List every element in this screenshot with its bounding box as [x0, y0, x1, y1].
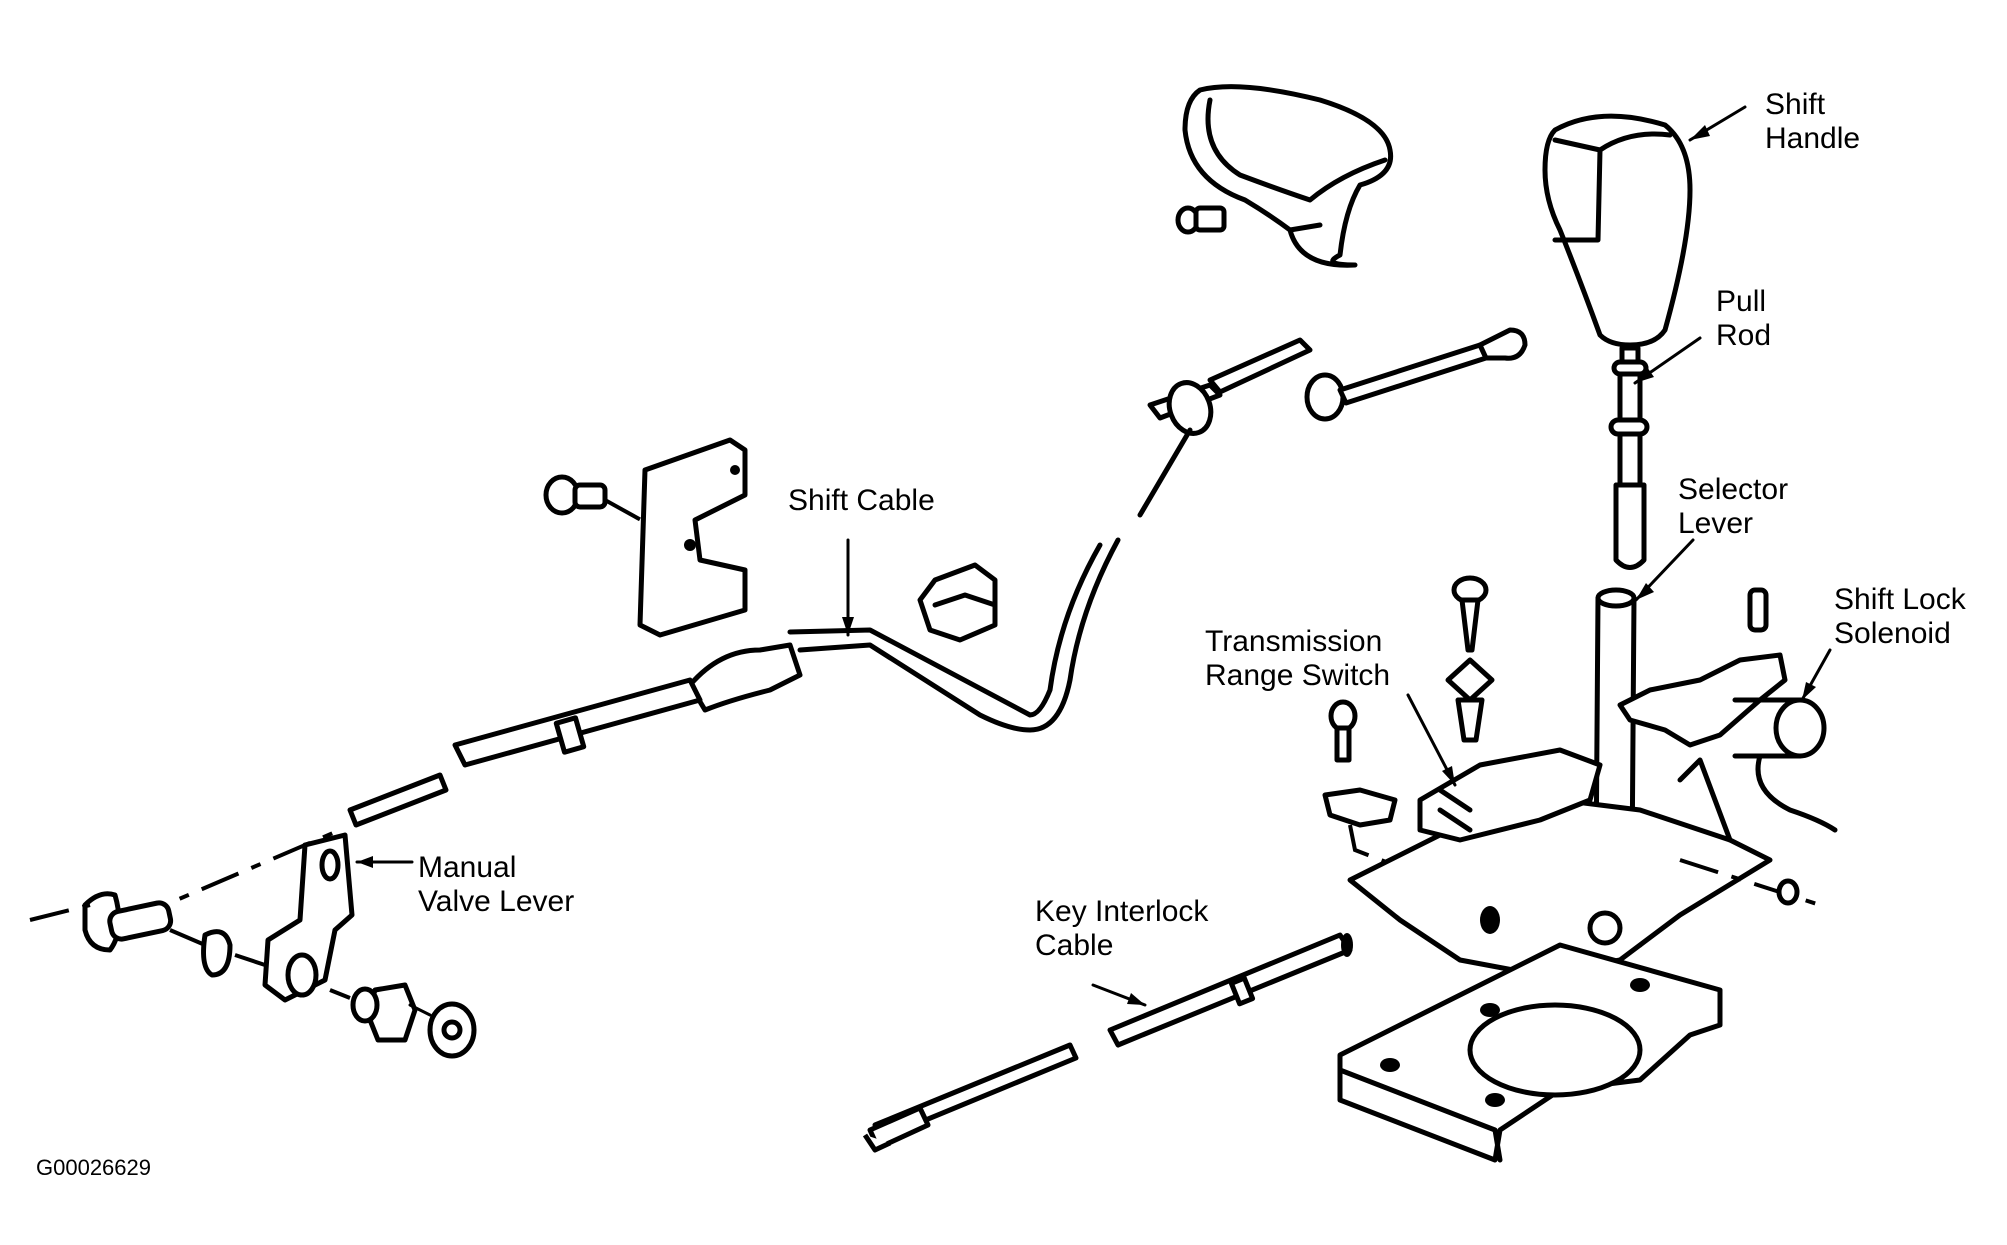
label-line: Transmission — [1205, 625, 1383, 658]
label-pull-rod: Pull Rod — [1716, 285, 1771, 353]
label-transmission-range-switch: Transmission Range Switch — [1205, 625, 1390, 693]
label-line: Shift Lock — [1834, 583, 1966, 616]
key-interlock-cable-part — [862, 932, 1353, 1153]
knob-screw-part — [1175, 205, 1227, 235]
clip-screw-part — [1445, 575, 1495, 743]
label-shift-handle: Shift Handle — [1765, 88, 1860, 156]
manual-valve-lever-part — [29, 832, 477, 1059]
shift-lock-solenoid-part — [1617, 587, 1838, 833]
label-line: Key Interlock — [1035, 895, 1209, 928]
trs-bolt-part — [1322, 699, 1421, 877]
label-line: Selector — [1678, 473, 1789, 506]
shift-handle-part — [1542, 113, 1693, 348]
label-key-interlock-cable: Key Interlock Cable — [1035, 895, 1208, 963]
label-line: Shift — [1765, 88, 1826, 121]
label-shift-lock-solenoid: Shift Lock Solenoid — [1834, 583, 1966, 651]
mounting-plate-part — [1337, 942, 1723, 1163]
shifter-base-part — [1347, 747, 1821, 978]
label-line: Solenoid — [1834, 617, 1951, 650]
label-line: Pull — [1716, 285, 1767, 318]
label-line: Cable — [1035, 929, 1114, 962]
leader-lines — [355, 105, 1832, 1007]
label-shift-cable: Shift Cable — [788, 484, 935, 518]
pull-rod-part — [1608, 345, 1650, 570]
label-line: Handle — [1765, 122, 1861, 155]
label-line: Shift Cable — [788, 484, 935, 517]
figure-id: G00026629 — [36, 1155, 151, 1180]
shift-cable-part — [129, 327, 1528, 922]
label-manual-valve-lever: Manual Valve Lever — [418, 851, 574, 919]
label-line: Lever — [1678, 507, 1754, 540]
label-line: Manual — [418, 851, 517, 884]
cable-clip-part — [917, 562, 998, 643]
knob-cover-part — [1182, 84, 1394, 268]
label-line: Range Switch — [1205, 659, 1391, 692]
label-line: Valve Lever — [418, 885, 575, 918]
cable-bracket-part — [543, 437, 748, 638]
label-selector-lever: Selector Lever — [1678, 473, 1788, 541]
label-line: Rod — [1716, 319, 1772, 352]
